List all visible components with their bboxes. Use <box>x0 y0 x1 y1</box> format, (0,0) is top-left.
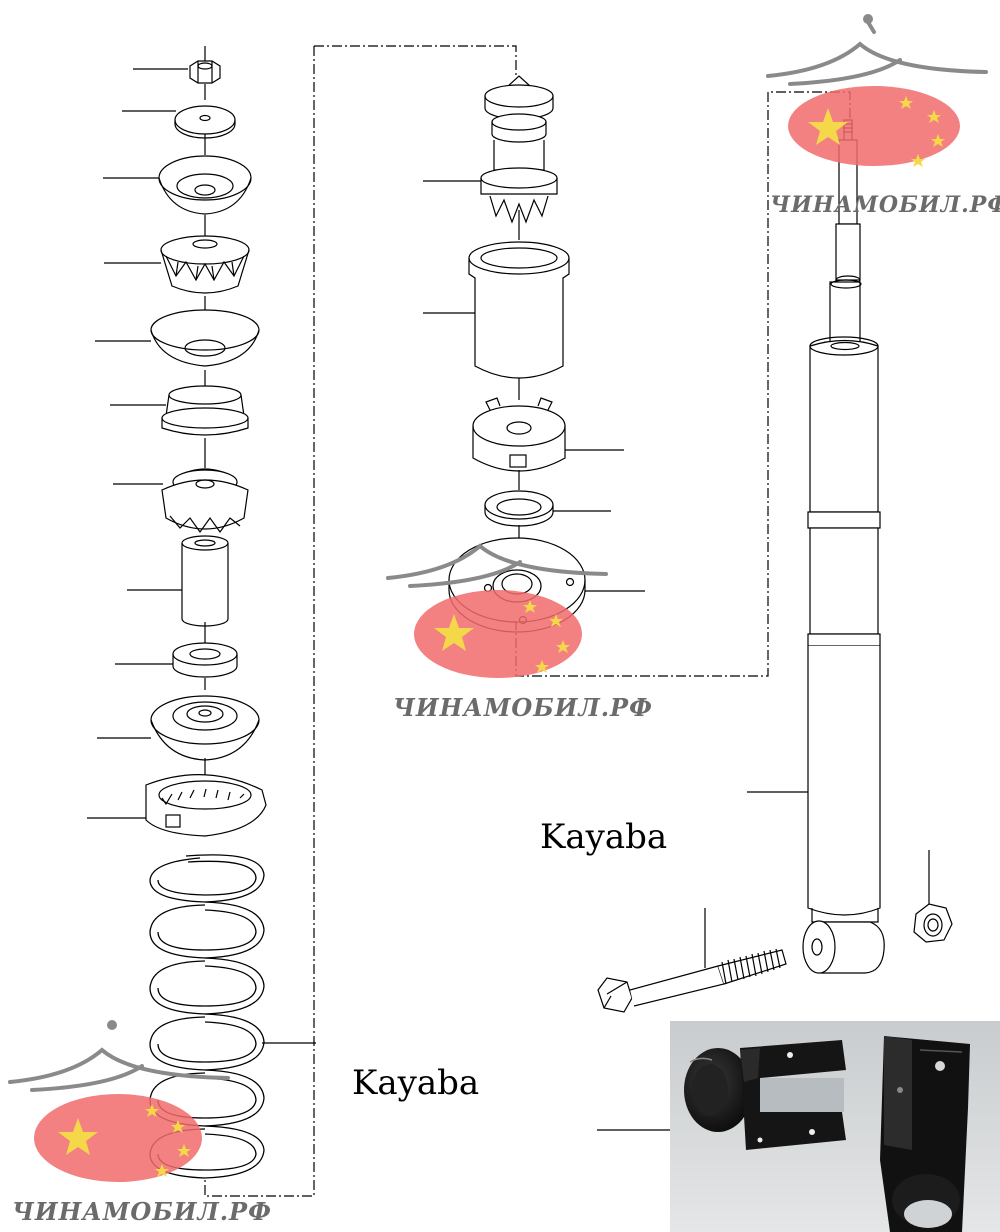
brand-label-right: Kayaba <box>540 817 667 857</box>
coil-spring <box>149 854 316 1179</box>
lower-nut <box>913 850 953 943</box>
watermark-text: ЧИНАМОБИЛ.РФ <box>393 693 653 722</box>
top-nut <box>133 60 221 84</box>
pagoda-roof-icon <box>766 14 988 86</box>
brand-label-left: Kayaba <box>352 1063 479 1103</box>
spring-insulator <box>87 774 267 837</box>
bracket-photo <box>670 1021 1000 1232</box>
middle-washer <box>484 490 611 527</box>
stop-block <box>472 397 624 472</box>
watermark-bottom-left: ЧИНАМОБИЛ.РФ <box>8 1020 272 1226</box>
upper-cup <box>103 155 252 215</box>
watermark-text: ЧИНАМОБИЛ.РФ <box>770 192 1000 218</box>
mounting-bolt <box>597 908 787 1013</box>
pagoda-roof-icon <box>8 1020 230 1092</box>
chinese-flag-icon <box>788 86 960 167</box>
chinese-flag-icon <box>34 1094 202 1182</box>
bearing-toothed <box>104 235 250 294</box>
connector-line <box>314 45 517 76</box>
watermark-top-right: ЧИНАМОБИЛ.РФ <box>766 14 1000 218</box>
shock-absorber <box>747 119 885 974</box>
bump-stop <box>423 75 558 224</box>
pagoda-roof-icon <box>386 543 608 588</box>
dust-boot <box>423 241 570 379</box>
watermark-middle: ЧИНАМОБИЛ.РФ <box>386 543 653 722</box>
spacer-sleeve <box>127 535 229 627</box>
strut-mount <box>113 468 249 534</box>
top-washer <box>122 105 236 139</box>
lower-dish <box>95 309 260 367</box>
spring-cap <box>110 385 249 436</box>
spring-seat <box>97 695 260 761</box>
chinese-flag-icon <box>414 590 582 678</box>
watermark-text: ЧИНАМОБИЛ.РФ <box>12 1197 272 1226</box>
rubber-ring <box>115 642 238 678</box>
